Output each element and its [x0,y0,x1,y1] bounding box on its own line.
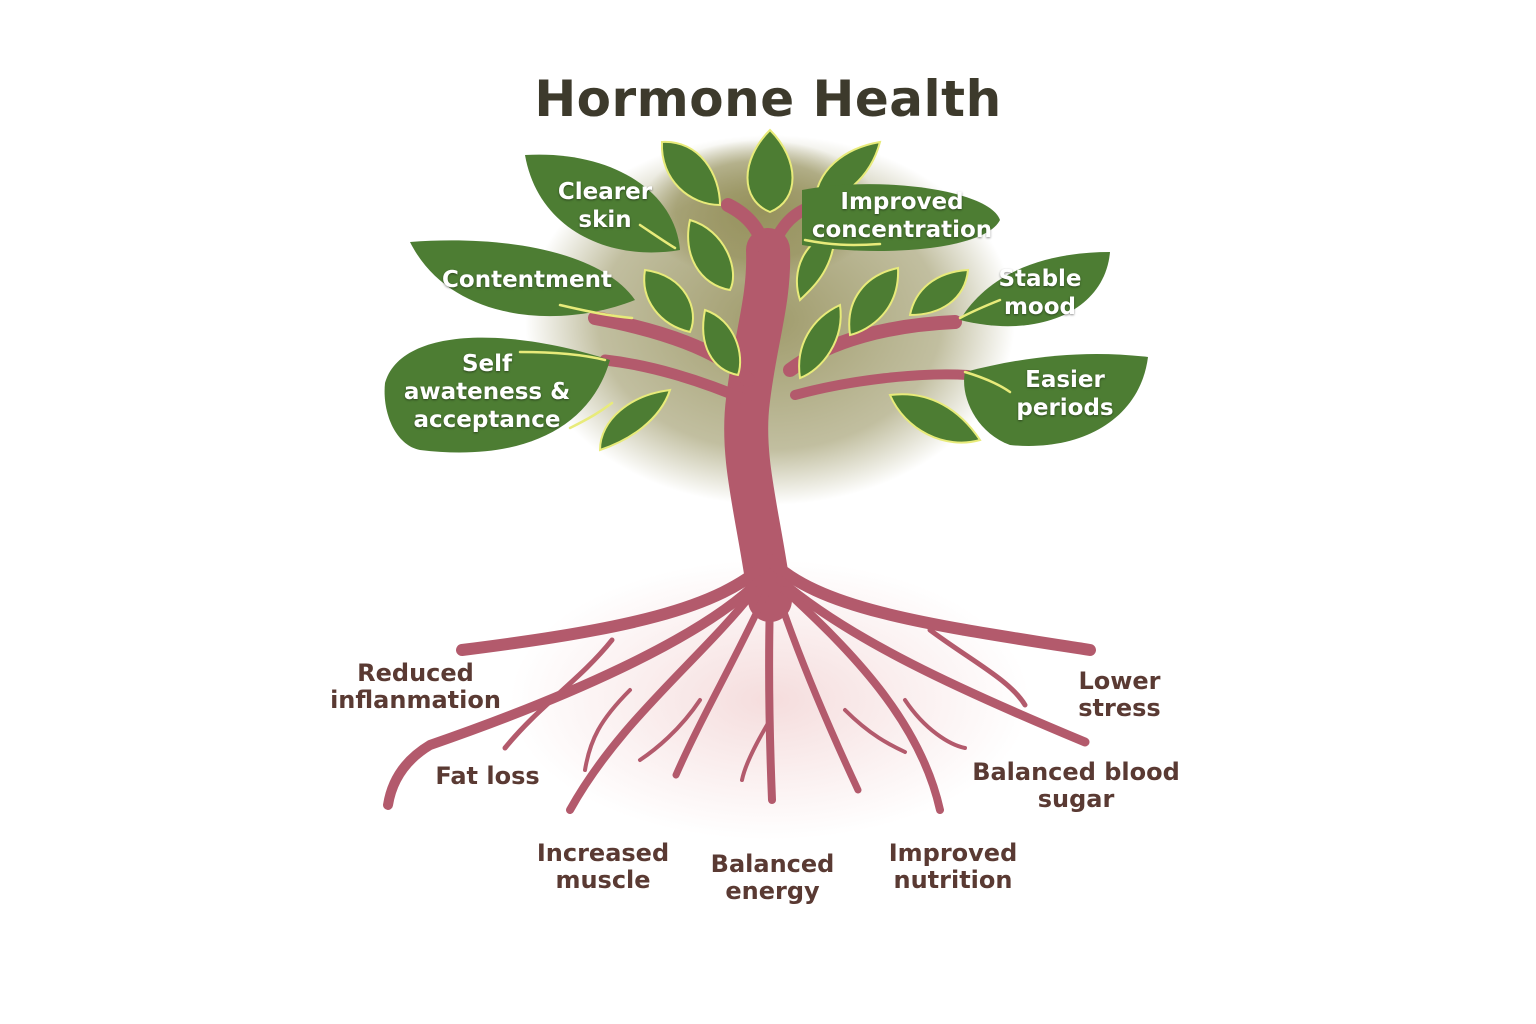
root-label-balanced-blood-sugar: Balanced blood sugar [972,758,1180,813]
leaf-stable-mood [960,252,1110,327]
root-label-reduced-inflammation: Reduced inflanmation [330,659,501,714]
leaf-label-self-awareness: Self awateness & acceptance [403,351,571,433]
root-label-increased-muscle: Increased muscle [536,839,670,894]
root-label-balanced-energy: Balanced energy [710,850,835,905]
root-label-lower-stress: Lower stress [1078,667,1161,722]
root-label-improved-nutrition: Improved nutrition [888,839,1018,894]
leaf-label-easier-periods: Easier periods [1016,367,1114,421]
leaf-improved-concentration [802,184,1000,252]
leaf-label-clearer-skin: Clearer skin [557,179,653,233]
leaf-contentment [410,240,635,317]
leaf-easier-periods [964,353,1148,446]
label-leaves [384,154,1148,453]
leaf-clearer-skin [525,154,680,253]
leaf-self-awareness [384,337,610,453]
root-label-fat-loss: Fat loss [435,762,540,790]
leaf-label-stable-mood: Stable mood [998,266,1082,320]
leaf-label-contentment: Contentment [442,267,612,293]
leaf-veins [518,223,1012,430]
leaf-label-improved-concentration: Improved concentration [811,189,993,243]
roots [383,554,1096,814]
diagram-title: Hormone Health [534,70,1002,128]
